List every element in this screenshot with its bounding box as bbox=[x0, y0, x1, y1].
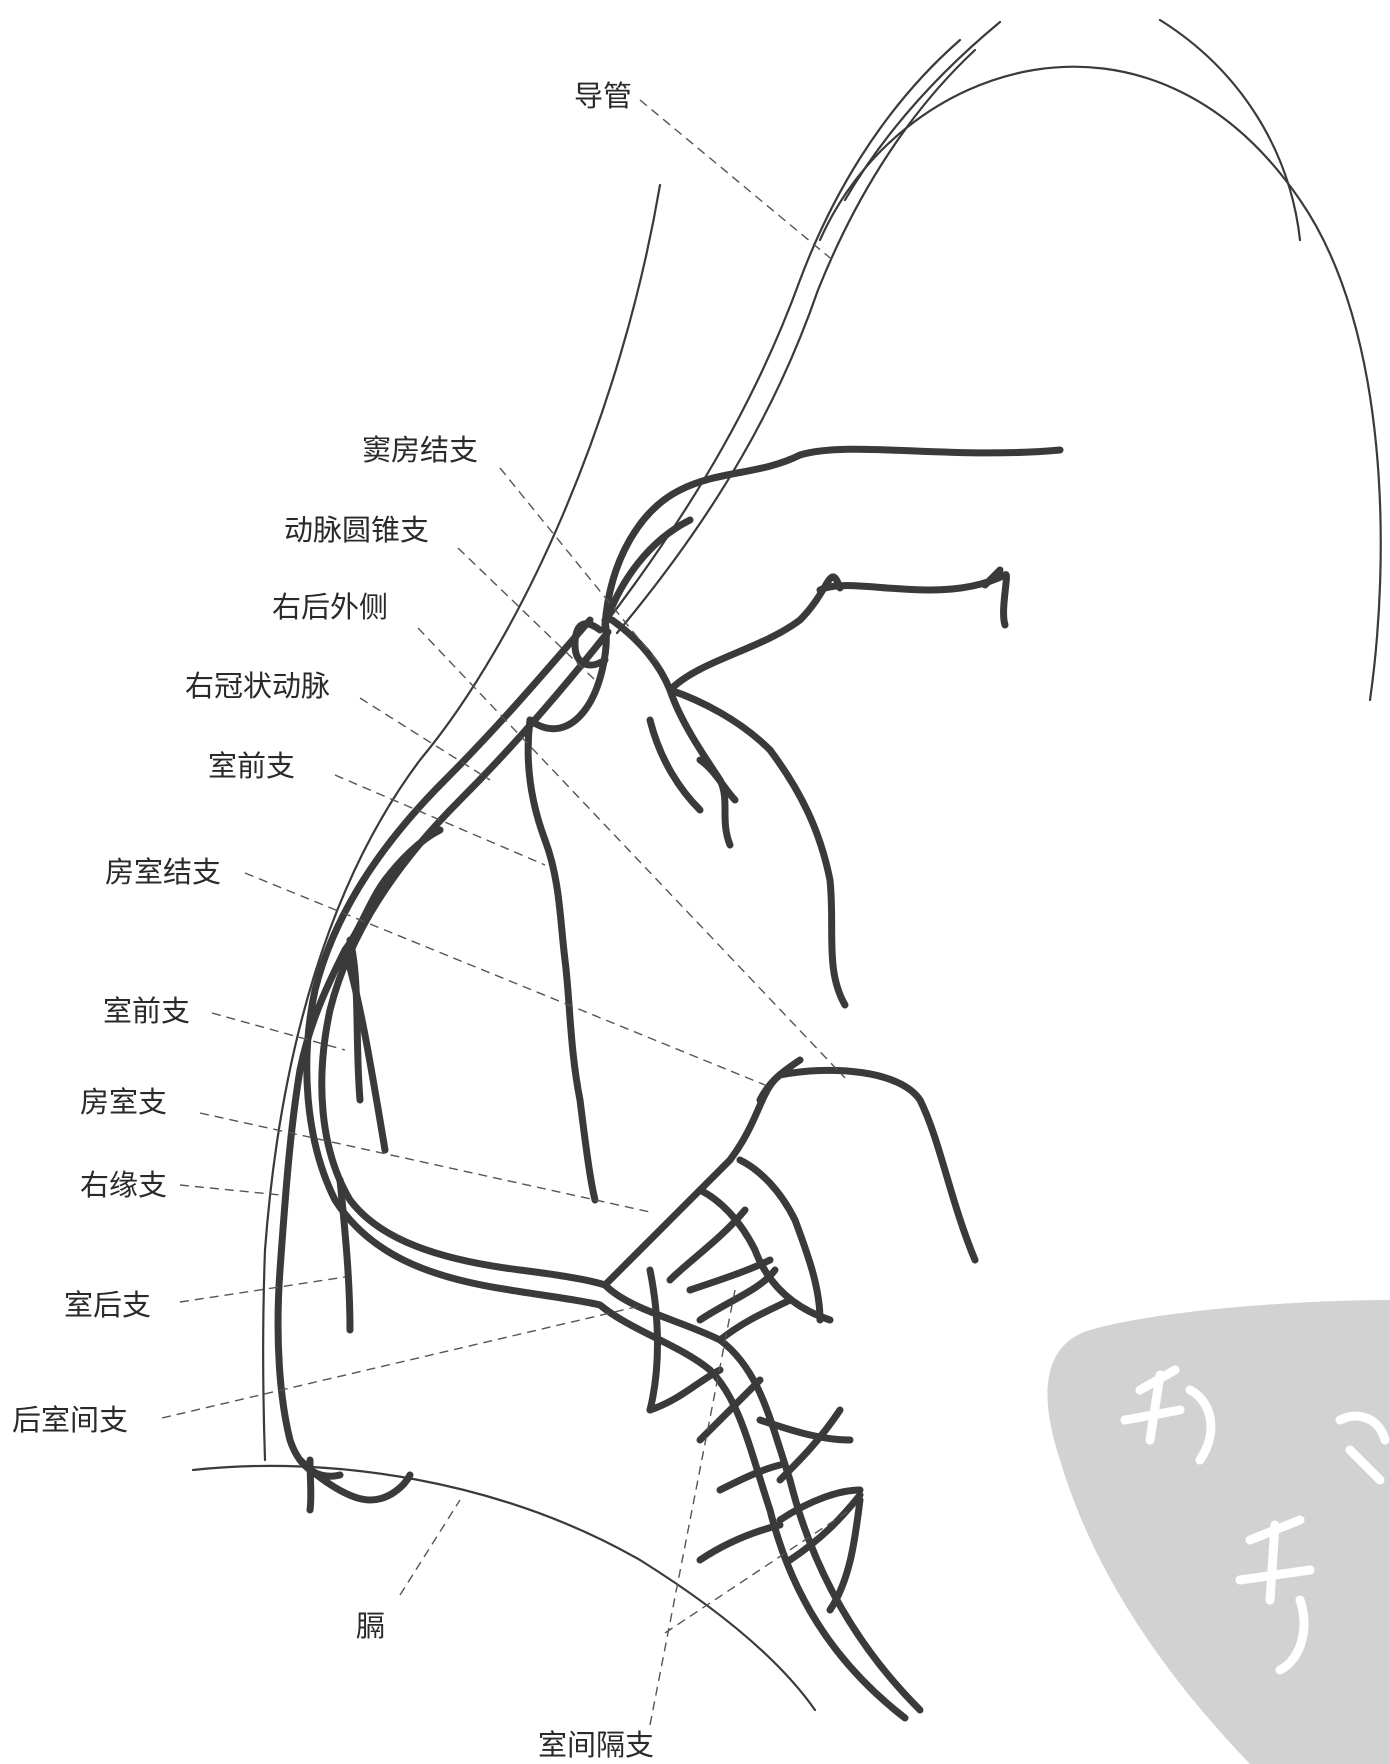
label-right-posterolateral: 右后外侧 bbox=[272, 590, 388, 624]
label-atrioventricular-branch: 房室支 bbox=[80, 1085, 167, 1119]
label-posterior-interventricular-branch: 后室间支 bbox=[12, 1403, 128, 1437]
label-posterior-ventricular-branch: 室后支 bbox=[64, 1288, 151, 1322]
watermark-seal bbox=[1048, 1300, 1390, 1764]
leader-lines bbox=[162, 100, 850, 1725]
label-sinoatrial-branch: 窦房结支 bbox=[362, 433, 478, 467]
label-right-coronary-artery: 右冠状动脉 bbox=[185, 669, 330, 703]
label-diaphragm: 膈 bbox=[356, 1609, 385, 1643]
label-anterior-ventricular-branch-2: 室前支 bbox=[103, 994, 190, 1028]
right-coronary-artery bbox=[307, 620, 920, 1718]
label-right-marginal-branch: 右缘支 bbox=[80, 1168, 167, 1202]
upper-branches bbox=[605, 449, 1060, 1005]
label-atrioventricular-node-branch: 房室结支 bbox=[105, 855, 221, 889]
label-conus-branch: 动脉圆锥支 bbox=[284, 513, 429, 547]
posterolateral-branches bbox=[605, 1060, 975, 1610]
label-anterior-ventricular-branch-1: 室前支 bbox=[208, 749, 295, 783]
label-catheter: 导管 bbox=[574, 79, 632, 113]
label-septal-branches: 室间隔支 bbox=[538, 1728, 654, 1762]
